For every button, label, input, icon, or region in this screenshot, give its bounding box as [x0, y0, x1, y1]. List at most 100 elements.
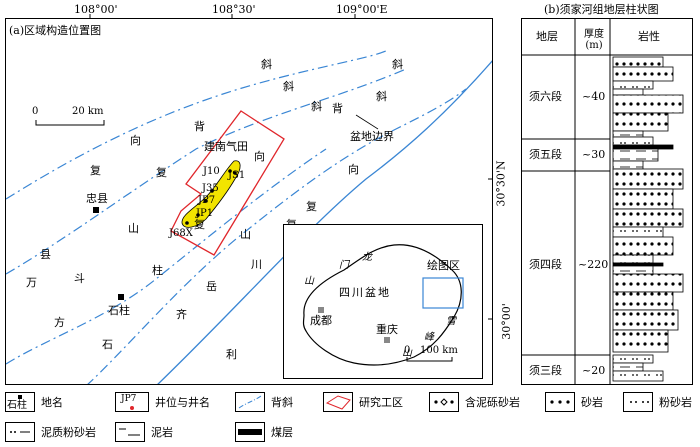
- struct-char: 山: [128, 222, 139, 235]
- header-thickness: 厚度(m): [584, 29, 604, 51]
- well-js1: [233, 171, 237, 175]
- legend-item-place: 石柱 地名: [5, 392, 63, 412]
- struct-char: 斗: [74, 272, 85, 285]
- place-marker-zhongxian: [93, 207, 99, 213]
- mudstone-icon: [115, 422, 145, 442]
- well-label-js1: JS1: [228, 170, 246, 181]
- struct-char: 斜: [261, 58, 272, 71]
- basin-edge-line: [157, 60, 492, 384]
- place-marker-shizhu: [118, 294, 124, 300]
- well-label-j10: J10: [203, 166, 220, 177]
- thickness-x5: ~30: [582, 148, 606, 161]
- lat-label-1: 30°30'N: [494, 160, 508, 207]
- city-marker-chengdu: [318, 307, 324, 313]
- struct-char: 川: [251, 258, 262, 271]
- struct-char: 斜: [283, 80, 294, 93]
- inset-mountain-char: 山: [304, 276, 314, 287]
- legend-item-muddy-siltstone: 泥质粉砂岩: [5, 422, 96, 442]
- anticline-line-icon: [235, 392, 265, 412]
- struct-char: 复: [306, 200, 317, 213]
- inset-mountain-char: 龙: [362, 252, 372, 263]
- struct-char: 背: [194, 120, 205, 133]
- inset-map: 四川盆地 成都 重庆 龙 门 山 雪 峰 山 绘图区 0 100 km: [283, 224, 483, 379]
- well-j35: [210, 189, 214, 193]
- place-label-shizhu: 石柱: [108, 304, 130, 317]
- struct-char: 背: [332, 102, 343, 115]
- muddy-siltstone-icon: [5, 422, 35, 442]
- struct-char: 复: [156, 166, 167, 179]
- formation-x5: 须五段: [529, 148, 562, 161]
- struct-char: 县: [40, 248, 51, 261]
- thickness-x6: ~40: [582, 90, 606, 103]
- formation-x4: 须四段: [529, 258, 562, 271]
- struct-char: 斜: [392, 58, 403, 71]
- legend-item-muddy-conglomerate: 含泥砾砂岩: [429, 392, 520, 412]
- well-jp7: [204, 199, 208, 203]
- city-marker-chongqing: [384, 337, 390, 343]
- struct-char: 山: [240, 228, 251, 241]
- inset-mountain-char: 山: [402, 348, 412, 359]
- struct-char: 斜: [311, 100, 322, 113]
- anticline-line-3: [87, 88, 467, 384]
- struct-char: 方: [54, 316, 65, 329]
- anticline-line-2: [6, 68, 407, 275]
- siltstone-icon: [623, 392, 653, 412]
- inset-scale-bar: [406, 357, 453, 362]
- inset-box-label: 绘图区: [427, 259, 460, 272]
- map-svg: [6, 50, 492, 384]
- scale-end: 20 km: [72, 106, 104, 117]
- formation-x6: 须六段: [529, 90, 562, 103]
- legend-item-anticline: 背斜: [235, 392, 293, 412]
- inset-mountain-char: 雪: [446, 316, 456, 327]
- header-lithology: 岩性: [638, 30, 660, 43]
- well-j68x: [185, 221, 189, 225]
- muddy-conglomerate-icon: [429, 392, 459, 412]
- top-ticks: [89, 14, 356, 19]
- column-title: (b)须家河组地层柱状图: [544, 3, 659, 16]
- struct-char: 向: [130, 134, 141, 147]
- inset-city-chongqing: 重庆: [376, 323, 398, 336]
- struct-char: 石: [102, 338, 113, 351]
- struct-char: 复: [90, 164, 101, 177]
- sandstone-icon: [545, 392, 575, 412]
- formation-x3: 须三段: [529, 364, 562, 377]
- study-area-icon: [323, 392, 353, 412]
- legend-item-mudstone: 泥岩: [115, 422, 173, 442]
- legend-item-siltstone: 粉砂岩: [623, 392, 692, 412]
- scale-start: 0: [32, 106, 39, 117]
- scale-bar: [35, 120, 105, 126]
- well-label-jp7: JP7: [198, 195, 216, 206]
- legend: 石柱 地名 JP7 井位与井名 背斜 研究工区 含泥砾砂岩 砂岩: [5, 392, 695, 444]
- well-label-jp1: JP1: [196, 208, 214, 219]
- gas-field-shape: [181, 160, 241, 228]
- inset-scale-start: 0: [404, 345, 411, 356]
- inset-scale-end: 100 km: [420, 345, 458, 356]
- inset-city-chengdu: 成都: [310, 314, 332, 327]
- lat-label-2: 30°00': [499, 303, 513, 340]
- place-marker-icon: 石柱: [5, 392, 35, 412]
- legend-item-coal: 煤层: [235, 422, 293, 442]
- thickness-x4: ~220: [578, 258, 609, 271]
- anticline-line-1: [6, 50, 387, 200]
- lon-label-2: 108°30': [212, 3, 256, 16]
- coal-icon: [235, 422, 265, 442]
- basin-edge-label: 盆地边界: [350, 130, 394, 143]
- header-formation: 地层: [536, 30, 558, 43]
- legend-item-study-area: 研究工区: [323, 392, 403, 412]
- legend-item-well: JP7 井位与井名: [115, 392, 210, 412]
- struct-char: 向: [348, 163, 359, 176]
- study-area-polygon: [170, 110, 285, 256]
- inset-mountain-char: 峰: [424, 332, 434, 343]
- struct-char: 柱: [152, 264, 163, 277]
- thickness-x3: ~20: [582, 364, 606, 377]
- inset-svg: [302, 244, 464, 366]
- inset-drawing-box: [422, 277, 464, 309]
- lon-label-3: 109°00'E: [336, 3, 388, 16]
- struct-char: 齐: [176, 308, 187, 321]
- anticline-line-4: [6, 148, 327, 365]
- struct-char: 复: [194, 218, 205, 231]
- struct-char: 向: [254, 150, 265, 163]
- place-label-zhongxian: 忠县: [86, 192, 108, 205]
- sichuan-basin-outline: [302, 244, 462, 366]
- well-label-j68x: J68X: [169, 228, 193, 239]
